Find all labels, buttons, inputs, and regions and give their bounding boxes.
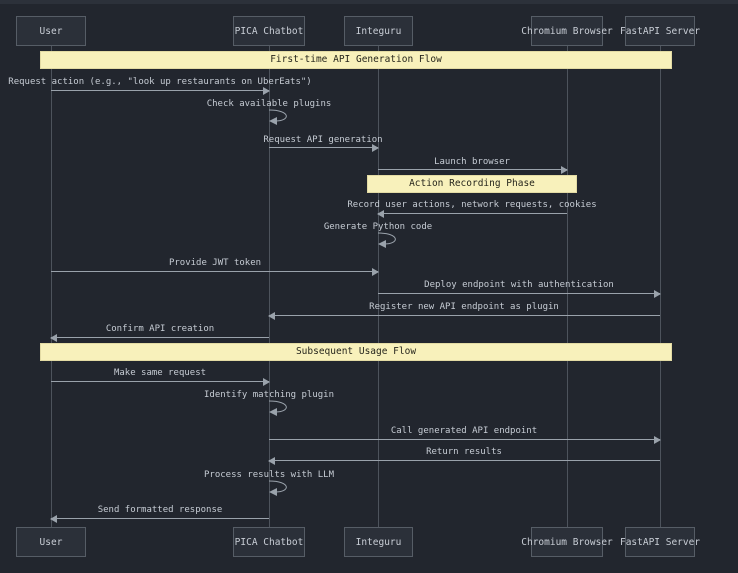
message-arrow: [269, 435, 661, 444]
participant-label: Chromium Browser: [521, 25, 613, 37]
self-loop-arrow: [268, 400, 287, 416]
message-label: Identify matching plugin: [203, 390, 335, 400]
message-arrow: [50, 514, 269, 523]
arrowhead-right-icon: [654, 435, 661, 444]
message-label: Generate Python code: [323, 222, 433, 232]
arrowhead-right-icon: [372, 267, 379, 276]
message-arrow: [51, 267, 379, 276]
message-label: Send formatted response: [97, 505, 223, 515]
participant-chromium-browser-top: Chromium Browser: [521, 16, 613, 46]
message-arrow: [378, 289, 661, 298]
message-label: Provide JWT token: [168, 258, 262, 268]
participant-label: FastAPI Server: [619, 536, 701, 548]
message-arrow: [50, 333, 269, 342]
message-label: Check available plugins: [206, 99, 332, 109]
top-edge-strip: [0, 0, 738, 4]
participant-pica-chatbot-bottom: PICA Chatbot: [233, 527, 305, 557]
message-label: Confirm API creation: [105, 324, 215, 334]
band-subsequent-usage-flow: Subsequent Usage Flow: [40, 343, 672, 361]
message-arrow: [51, 377, 270, 386]
participant-integuru-top: Integuru: [344, 16, 413, 46]
arrowhead-left-icon: [50, 333, 57, 342]
lifeline-pica-chatbot: [269, 46, 270, 527]
participant-label: PICA Chatbot: [234, 25, 304, 37]
message-label: Call generated API endpoint: [390, 426, 538, 436]
message-arrow: [269, 143, 379, 152]
arrowhead-left-icon: [377, 209, 384, 218]
message-label: Register new API endpoint as plugin: [369, 302, 559, 312]
participant-label: Integuru: [355, 25, 402, 37]
band-action-recording-phase: Action Recording Phase: [367, 175, 577, 193]
arrowhead-left-icon: [50, 514, 57, 523]
arrowhead-right-icon: [654, 289, 661, 298]
arrowhead-right-icon: [372, 143, 379, 152]
participant-label: Chromium Browser: [521, 536, 613, 548]
participant-integuru-bottom: Integuru: [344, 527, 413, 557]
message-arrow: [377, 209, 567, 218]
message-arrow: [268, 456, 660, 465]
participant-fastapi-server-bottom: FastAPI Server: [620, 527, 700, 557]
participant-label: FastAPI Server: [619, 25, 701, 37]
band-first-time-flow: First-time API Generation Flow: [40, 51, 672, 69]
message-arrow: [51, 86, 270, 95]
participant-chromium-browser-bottom: Chromium Browser: [521, 527, 613, 557]
lifeline-integuru: [378, 46, 379, 527]
message-label: Process results with LLM: [203, 470, 335, 480]
lifeline-user: [51, 46, 52, 527]
self-loop-arrow: [377, 232, 396, 248]
participant-label: User: [39, 536, 63, 548]
participant-pica-chatbot-top: PICA Chatbot: [233, 16, 305, 46]
message-label: Request action (e.g., "look up restauran…: [8, 77, 312, 87]
arrowhead-right-icon: [263, 377, 270, 386]
arrowhead-left-icon: [268, 456, 275, 465]
arrowhead-right-icon: [263, 86, 270, 95]
message-arrow: [378, 165, 568, 174]
self-loop-arrow: [268, 480, 287, 496]
message-label: Make same request: [113, 368, 207, 378]
lifeline-fastapi-server: [660, 46, 661, 527]
arrowhead-left-icon: [268, 311, 275, 320]
participant-fastapi-server-top: FastAPI Server: [620, 16, 700, 46]
message-label: Return results: [426, 447, 502, 457]
participant-user-top: User: [16, 16, 86, 46]
participant-label: User: [39, 25, 63, 37]
arrowhead-right-icon: [561, 165, 568, 174]
message-arrow: [268, 311, 660, 320]
message-label: Request API generation: [263, 135, 383, 145]
self-loop-arrow: [268, 109, 287, 125]
message-label: Record user actions, network requests, c…: [347, 200, 597, 210]
participant-label: PICA Chatbot: [234, 536, 304, 548]
message-label: Deploy endpoint with authentication: [424, 280, 614, 290]
lifeline-chromium-browser: [567, 46, 568, 527]
participant-user-bottom: User: [16, 527, 86, 557]
message-label: Launch browser: [434, 157, 510, 167]
participant-label: Integuru: [355, 536, 402, 548]
